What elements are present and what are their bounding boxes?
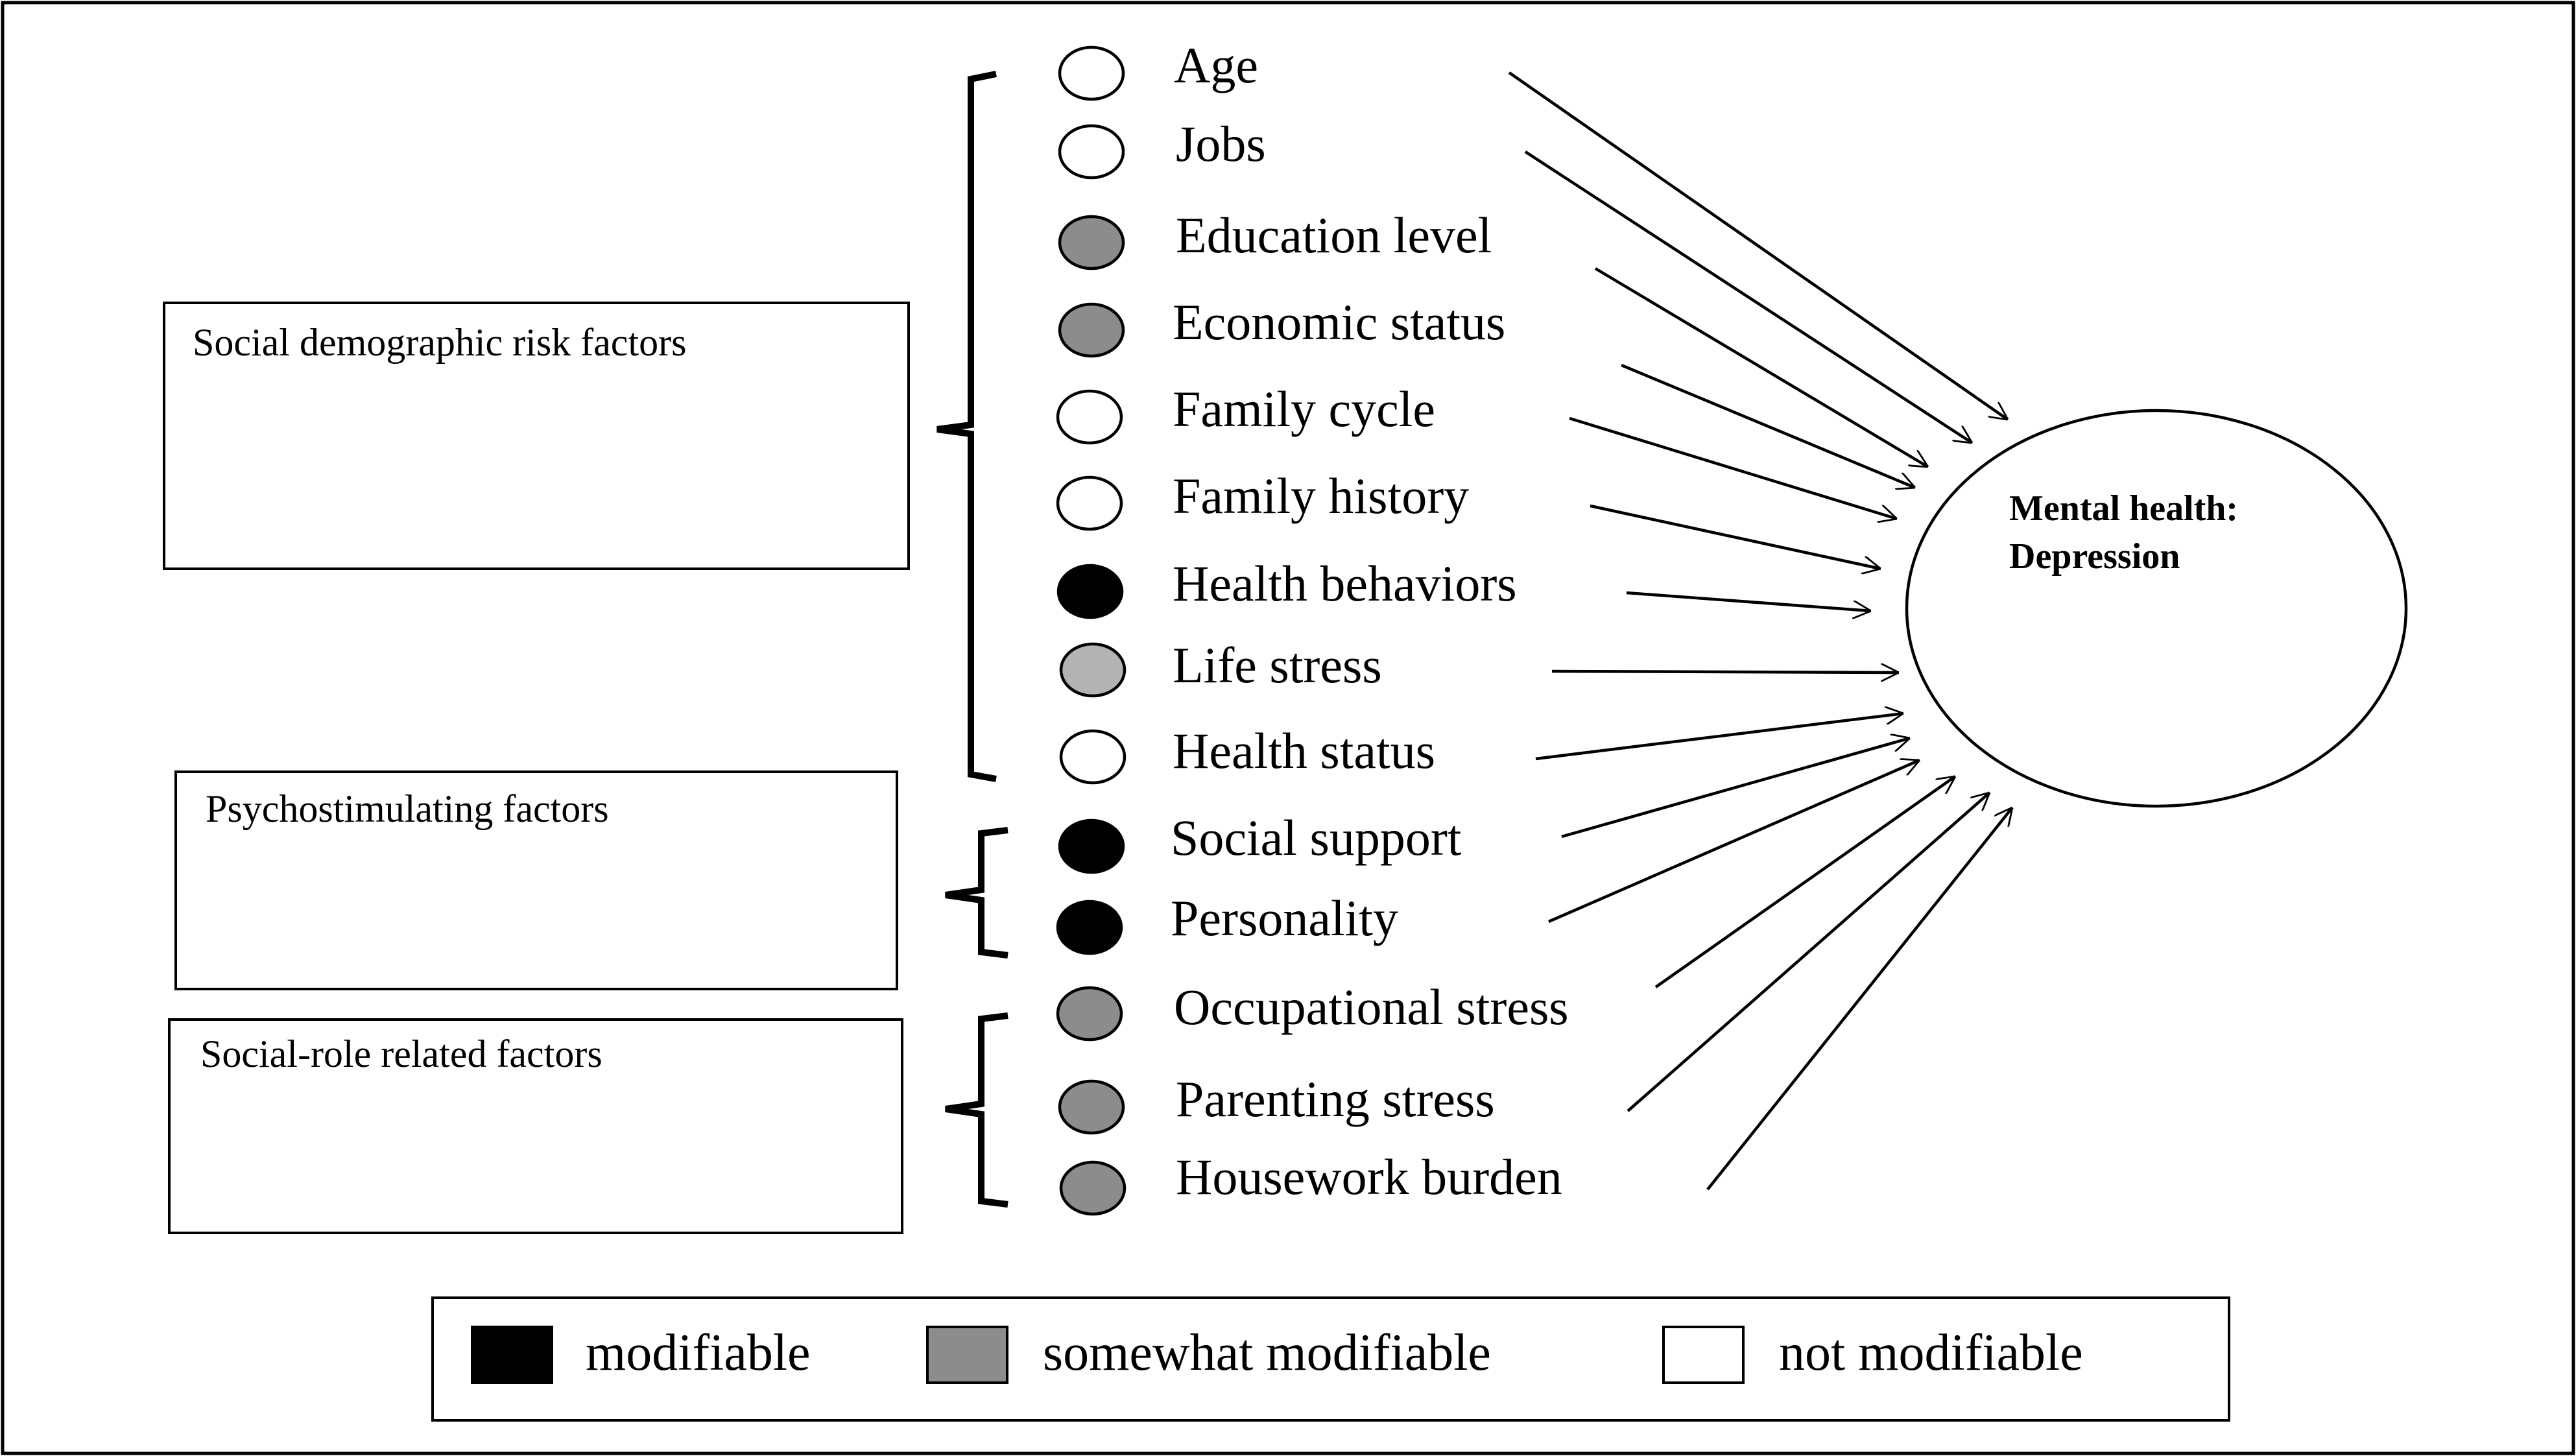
arrow-occupational-stress bbox=[1654, 775, 1955, 988]
outcome-node: Mental health: Depression bbox=[1905, 409, 2408, 808]
factor-label-life-stress: Life stress bbox=[1173, 637, 1382, 693]
arrow-personality bbox=[1548, 760, 1920, 924]
factor-circle-personality bbox=[1056, 900, 1123, 955]
factor-circles bbox=[1056, 45, 1127, 1216]
factor-label-jobs: Jobs bbox=[1176, 115, 1266, 172]
legend-swatch-modifiable bbox=[471, 1326, 553, 1384]
arrow-economic-status bbox=[1621, 363, 1915, 488]
arrow-life-stress bbox=[1551, 671, 1899, 673]
factor-label-personality: Personality bbox=[1171, 890, 1398, 946]
factor-circle-education-level bbox=[1058, 215, 1125, 270]
factor-circle-family-history bbox=[1056, 475, 1123, 531]
arrow-family-cycle bbox=[1569, 416, 1897, 519]
factor-circle-social-support bbox=[1058, 818, 1125, 874]
brace-psychostimulating bbox=[945, 827, 1008, 959]
legend-frame bbox=[431, 1296, 2230, 1422]
group-label-social-demographic: Social demographic risk factors bbox=[193, 321, 686, 364]
arrows bbox=[1508, 71, 2012, 1191]
factor-label-parenting-stress: Parenting stress bbox=[1176, 1071, 1495, 1127]
brace-social-role bbox=[945, 1012, 1008, 1208]
group-box-psychostimulating: Psychostimulating factors bbox=[174, 770, 898, 990]
arrow-housework-burden bbox=[1706, 807, 2012, 1191]
factor-label-occupational-stress: Occupational stress bbox=[1174, 979, 1569, 1035]
legend: modifiable somewhat modifiable not modif… bbox=[431, 1296, 2230, 1422]
factor-circle-economic-status bbox=[1058, 302, 1125, 358]
group-label-psychostimulating: Psychostimulating factors bbox=[206, 787, 609, 830]
factor-label-social-support: Social support bbox=[1171, 809, 1462, 866]
factor-label-economic-status: Economic status bbox=[1173, 294, 1505, 350]
legend-label-somewhat-modifiable: somewhat modifiable bbox=[1043, 1324, 1491, 1381]
arrow-education-level bbox=[1594, 267, 1928, 468]
factor-label-housework-burden: Housework burden bbox=[1176, 1149, 1562, 1205]
arrow-health-status bbox=[1535, 713, 1903, 761]
factor-circle-health-status bbox=[1059, 729, 1127, 785]
legend-label-not-modifiable: not modifiable bbox=[1779, 1324, 2083, 1381]
factor-circle-family-cycle bbox=[1056, 389, 1123, 445]
factor-label-health-behaviors: Health behaviors bbox=[1173, 555, 1517, 612]
arrow-social-support bbox=[1561, 738, 1910, 839]
factor-circle-jobs bbox=[1058, 124, 1125, 180]
factor-label-education-level: Education level bbox=[1176, 207, 1492, 263]
factor-circle-life-stress bbox=[1059, 642, 1127, 698]
arrow-jobs bbox=[1524, 150, 1972, 444]
outcome-ellipse bbox=[1905, 409, 2408, 808]
factor-circle-health-behaviors bbox=[1056, 564, 1124, 619]
factor-label-health-status: Health status bbox=[1173, 722, 1435, 779]
factor-circle-age bbox=[1058, 45, 1125, 101]
factor-label-family-cycle: Family cycle bbox=[1173, 381, 1435, 437]
group-box-social-role: Social-role related factors bbox=[168, 1018, 903, 1234]
legend-swatch-somewhat-modifiable bbox=[926, 1326, 1008, 1384]
factor-label-age: Age bbox=[1174, 37, 1258, 93]
factor-circle-occupational-stress bbox=[1056, 986, 1123, 1042]
outcome-label-line1: Mental health: bbox=[2009, 488, 2238, 529]
legend-swatch-not-modifiable bbox=[1662, 1326, 1745, 1384]
group-box-social-demographic: Social demographic risk factors bbox=[163, 302, 910, 570]
arrow-family-history bbox=[1590, 504, 1881, 569]
outcome-label-line2: Depression bbox=[2009, 536, 2180, 577]
factor-circle-housework-burden bbox=[1059, 1160, 1127, 1216]
legend-label-modifiable: modifiable bbox=[586, 1324, 811, 1381]
arrow-health-behaviors bbox=[1626, 591, 1871, 611]
arrow-parenting-stress bbox=[1627, 793, 1990, 1112]
group-label-social-role: Social-role related factors bbox=[200, 1032, 602, 1075]
arrow-age bbox=[1508, 71, 2008, 421]
factor-label-family-history: Family history bbox=[1173, 468, 1469, 524]
factor-circle-parenting-stress bbox=[1058, 1079, 1125, 1135]
brace-social-demographic bbox=[936, 71, 997, 782]
